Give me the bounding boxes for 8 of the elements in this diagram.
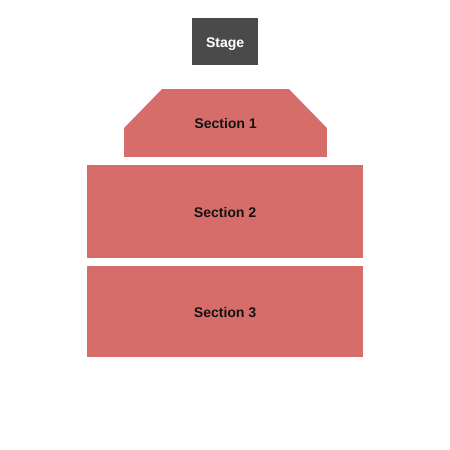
seating-section [124, 89, 327, 157]
section-label: Section 2 [194, 204, 256, 220]
stage-label: Stage [206, 34, 244, 50]
section-label: Section 3 [194, 304, 256, 320]
seating-section [87, 165, 363, 258]
section-label: Section 1 [194, 115, 257, 131]
stage-block [192, 18, 258, 65]
seating-section [87, 266, 363, 357]
